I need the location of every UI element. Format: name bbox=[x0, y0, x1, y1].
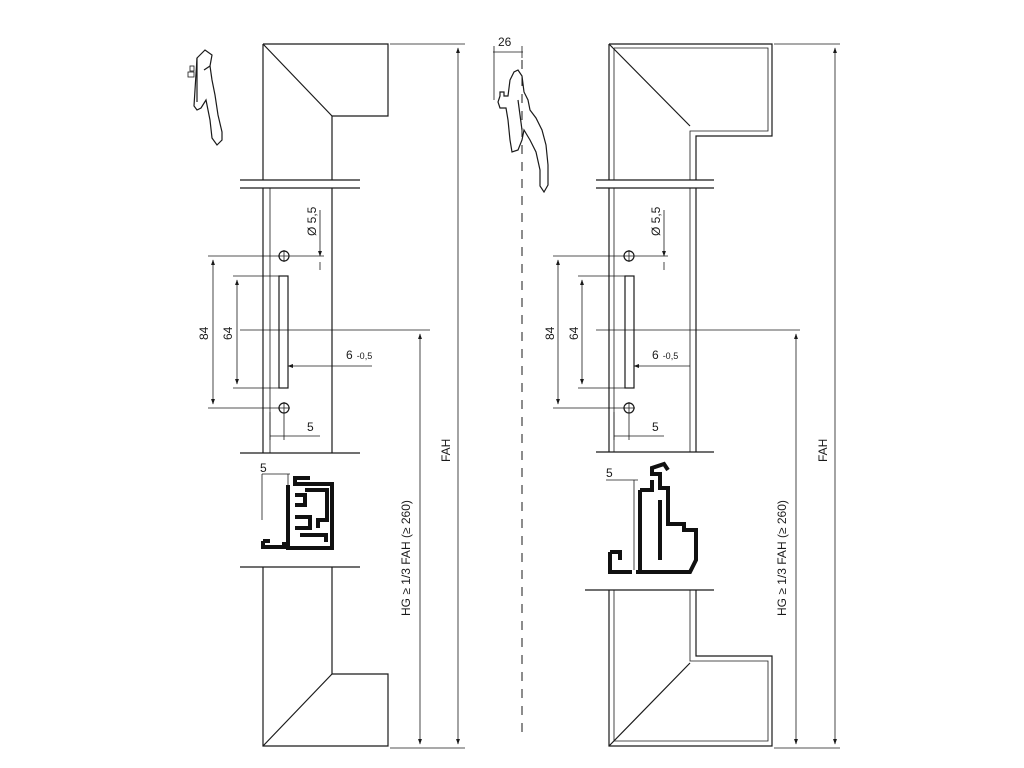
fah-label-right: FAH bbox=[816, 439, 830, 462]
left-labels: Ø 5,5 84 64 6-0,5 5 5 HG ≥ 1/3 FAH (≥ 26… bbox=[197, 206, 453, 616]
dimension-lines bbox=[208, 43, 465, 749]
dim-5-profile-label-right: 5 bbox=[606, 466, 613, 480]
dim-5-bottom-label: 5 bbox=[307, 420, 314, 434]
frame-top-section-right bbox=[608, 43, 773, 180]
dim-64-label: 64 bbox=[221, 326, 235, 340]
frame-bottom-section-right bbox=[608, 590, 773, 747]
dim-26-label: 26 bbox=[498, 35, 512, 49]
right-view: 26 Ø 5,5 84 64 6-0,5 5 5 HG ≥ 1/3 FAH (≥… bbox=[493, 35, 840, 749]
frame-break-lines bbox=[240, 179, 360, 568]
frame-profile-section bbox=[606, 461, 698, 574]
hg-label: HG ≥ 1/3 FAH (≥ 260) bbox=[399, 500, 413, 616]
diameter-label-right: Ø 5,5 bbox=[649, 206, 663, 236]
frame-break-lines-right bbox=[585, 179, 714, 591]
dim-5-bottom-label-right: 5 bbox=[652, 420, 659, 434]
dim-84-label: 84 bbox=[197, 326, 211, 340]
fah-label: FAH bbox=[439, 439, 453, 462]
tolerance-label-right: 6-0,5 bbox=[652, 348, 678, 362]
frame-middle-section-right bbox=[608, 188, 697, 452]
spindle-slot-right bbox=[624, 275, 635, 389]
tolerance-label: 6-0,5 bbox=[346, 348, 372, 362]
window-handle-icon bbox=[187, 49, 223, 146]
frame-middle-section bbox=[262, 188, 333, 453]
sash-profile-section bbox=[261, 473, 334, 550]
frame-bottom-section bbox=[262, 567, 389, 747]
dim-64-label-right: 64 bbox=[567, 326, 581, 340]
frame-top-section bbox=[262, 43, 389, 180]
left-view: Ø 5,5 84 64 6-0,5 5 5 HG ≥ 1/3 FAH (≥ 26… bbox=[187, 43, 465, 749]
dim-84-label-right: 84 bbox=[543, 326, 557, 340]
dimension-lines-right bbox=[553, 43, 840, 749]
right-labels: 26 Ø 5,5 84 64 6-0,5 5 5 HG ≥ 1/3 FAH (≥… bbox=[498, 35, 830, 616]
hg-label-right: HG ≥ 1/3 FAH (≥ 260) bbox=[775, 500, 789, 616]
spindle-slot bbox=[278, 275, 289, 389]
diameter-label: Ø 5,5 bbox=[305, 206, 319, 236]
dim-5-profile-label: 5 bbox=[260, 461, 267, 475]
window-handle-side-icon bbox=[493, 46, 549, 194]
